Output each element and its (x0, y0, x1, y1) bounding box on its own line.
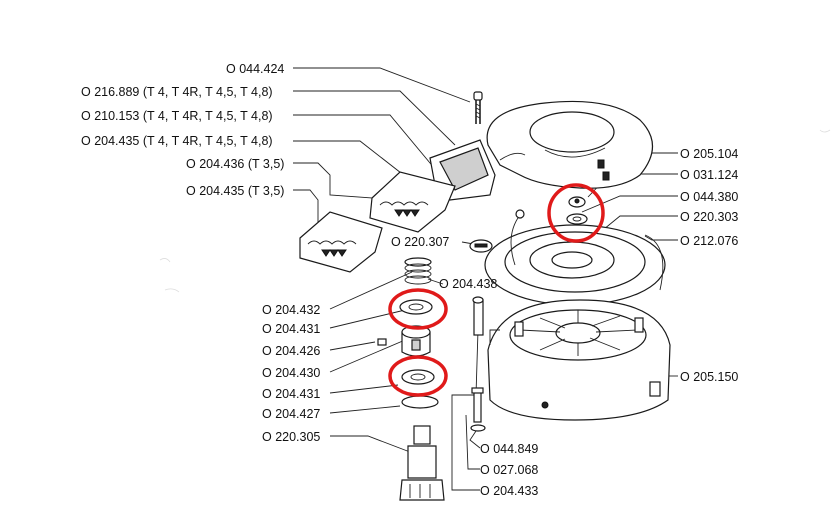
label-204-426: O 204.426 (262, 344, 320, 358)
label-220-303: O 220.303 (680, 210, 738, 224)
rope-pulley-220-303 (484, 209, 666, 306)
label-220-307: O 220.307 (391, 235, 449, 249)
label-204-438: O 204.438 (439, 277, 497, 291)
pawl-carrier-204-426 (377, 325, 431, 357)
highlight-nut-washer (547, 183, 605, 243)
shaft-220-305 (399, 425, 445, 501)
washer-204-431-top (399, 299, 433, 315)
label-216-889: O 216.889 (T 4, T 4R, T 4,5, T 4,8) (81, 85, 273, 99)
scan-smudges (159, 129, 831, 293)
label-204-435-t4: O 204.435 (T 4, T 4R, T 4,5, T 4,8) (81, 134, 273, 148)
label-044-380: O 044.380 (680, 190, 738, 204)
label-204-432: O 204.432 (262, 303, 320, 317)
pin-204-438 (472, 296, 484, 336)
highlight-circles (388, 183, 605, 397)
label-044-849: O 044.849 (480, 442, 538, 456)
label-027-068: O 027.068 (480, 463, 538, 477)
grip-204-436 (369, 171, 456, 233)
nut-031-124 (568, 196, 586, 208)
label-204-435-t35: O 204.435 (T 3,5) (186, 184, 284, 198)
label-212-076: O 212.076 (680, 234, 738, 248)
engine-housing-205-150 (487, 299, 671, 421)
label-220-305: O 220.305 (262, 430, 320, 444)
grip-204-435 (299, 211, 383, 273)
label-044-424: O 044.424 (226, 62, 284, 76)
washer-027-068 (470, 424, 486, 432)
plate-220-307 (469, 239, 493, 253)
highlight-washer-bottom (388, 355, 448, 397)
spring-204-432 (404, 257, 432, 285)
bolt-044-424 (473, 91, 483, 124)
label-204-431-bottom: O 204.431 (262, 387, 320, 401)
washer-044-380 (566, 213, 588, 225)
ring-204-427 (401, 395, 439, 409)
label-205-104: O 205.104 (680, 147, 738, 161)
washer-204-431-bottom (401, 369, 435, 385)
highlight-washer-top (388, 288, 448, 330)
bolt-044-849 (471, 387, 484, 423)
label-205-150: O 205.150 (680, 370, 738, 384)
starter-cover-205-104 (486, 100, 653, 189)
part-labels: O 044.424 O 216.889 (T 4, T 4R, T 4,5, T… (81, 62, 738, 498)
label-204-433: O 204.433 (480, 484, 538, 498)
label-204-436: O 204.436 (T 3,5) (186, 157, 284, 171)
label-204-431-top: O 204.431 (262, 322, 320, 336)
label-031-124: O 031.124 (680, 168, 738, 182)
label-204-427: O 204.427 (262, 407, 320, 421)
label-210-153: O 210.153 (T 4, T 4R, T 4,5, T 4,8) (81, 109, 273, 123)
label-204-430: O 204.430 (262, 366, 320, 380)
